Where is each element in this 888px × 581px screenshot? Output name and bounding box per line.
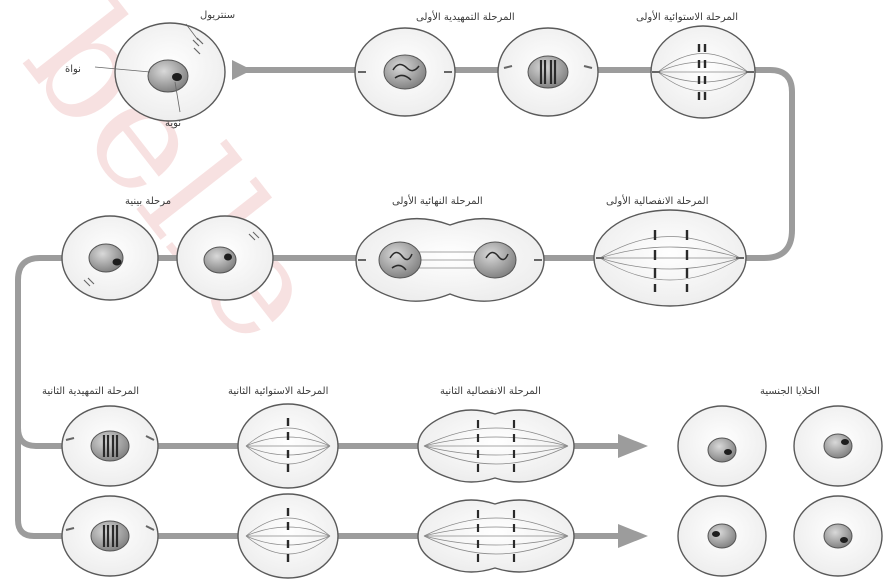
pointer-centriole (185, 23, 199, 41)
centriole-icon (192, 37, 204, 55)
label-nucleus: نواة (65, 64, 81, 75)
cell-prophase-1b (497, 27, 599, 117)
label-interphase: مرحلة بينية (125, 196, 171, 207)
cell-metaphase-2b (237, 493, 339, 579)
arrow-head-top (618, 434, 648, 458)
label-metaphase-2: المرحلة الاستوائية الثانية (228, 386, 328, 397)
cell-anaphase-2b (417, 499, 575, 573)
gamete-cell-2 (793, 405, 883, 487)
pointer-nucleolus (174, 81, 181, 113)
pointer-nucleus (94, 66, 151, 73)
label-prophase-2: المرحلة التمهيدية الثانية (42, 386, 139, 397)
cell-interphase-a (176, 215, 274, 301)
arrow-head-bottom (618, 524, 648, 548)
path-branch-top (15, 425, 623, 449)
cell-initial (94, 22, 226, 122)
cell-prophase-2a (61, 405, 159, 487)
cell-metaphase-2a (237, 403, 339, 489)
cell-metaphase-1 (650, 25, 756, 119)
cell-interphase-b (61, 215, 159, 301)
cell-anaphase-2a (417, 409, 575, 483)
label-centriole: سنتريول (200, 10, 235, 21)
cell-prophase-2b (61, 495, 159, 577)
label-prophase-1: المرحلة التمهيدية الأولى (416, 10, 515, 23)
label-telophase-1: المرحلة النهائية الأولى (392, 194, 483, 207)
cell-anaphase-1 (593, 209, 747, 307)
label-nucleolus: نوية (165, 118, 181, 129)
label-gametes: الخلايا الجنسية (760, 386, 820, 397)
path-start-arrow (232, 60, 252, 80)
cell-prophase-1a (354, 27, 456, 117)
nucleolus (172, 73, 182, 81)
gamete-cell-3 (677, 495, 767, 577)
label-metaphase-1: المرحلة الاستوائية الأولى (636, 10, 738, 23)
gamete-cell-1 (677, 405, 767, 487)
label-anaphase-2: المرحلة الانفصالية الثانية (440, 386, 541, 397)
gamete-cell-4 (793, 495, 883, 577)
nucleus (147, 59, 189, 93)
cell-telophase-1 (355, 217, 545, 302)
label-anaphase-1: المرحلة الانفصالية الأولى (606, 194, 709, 207)
